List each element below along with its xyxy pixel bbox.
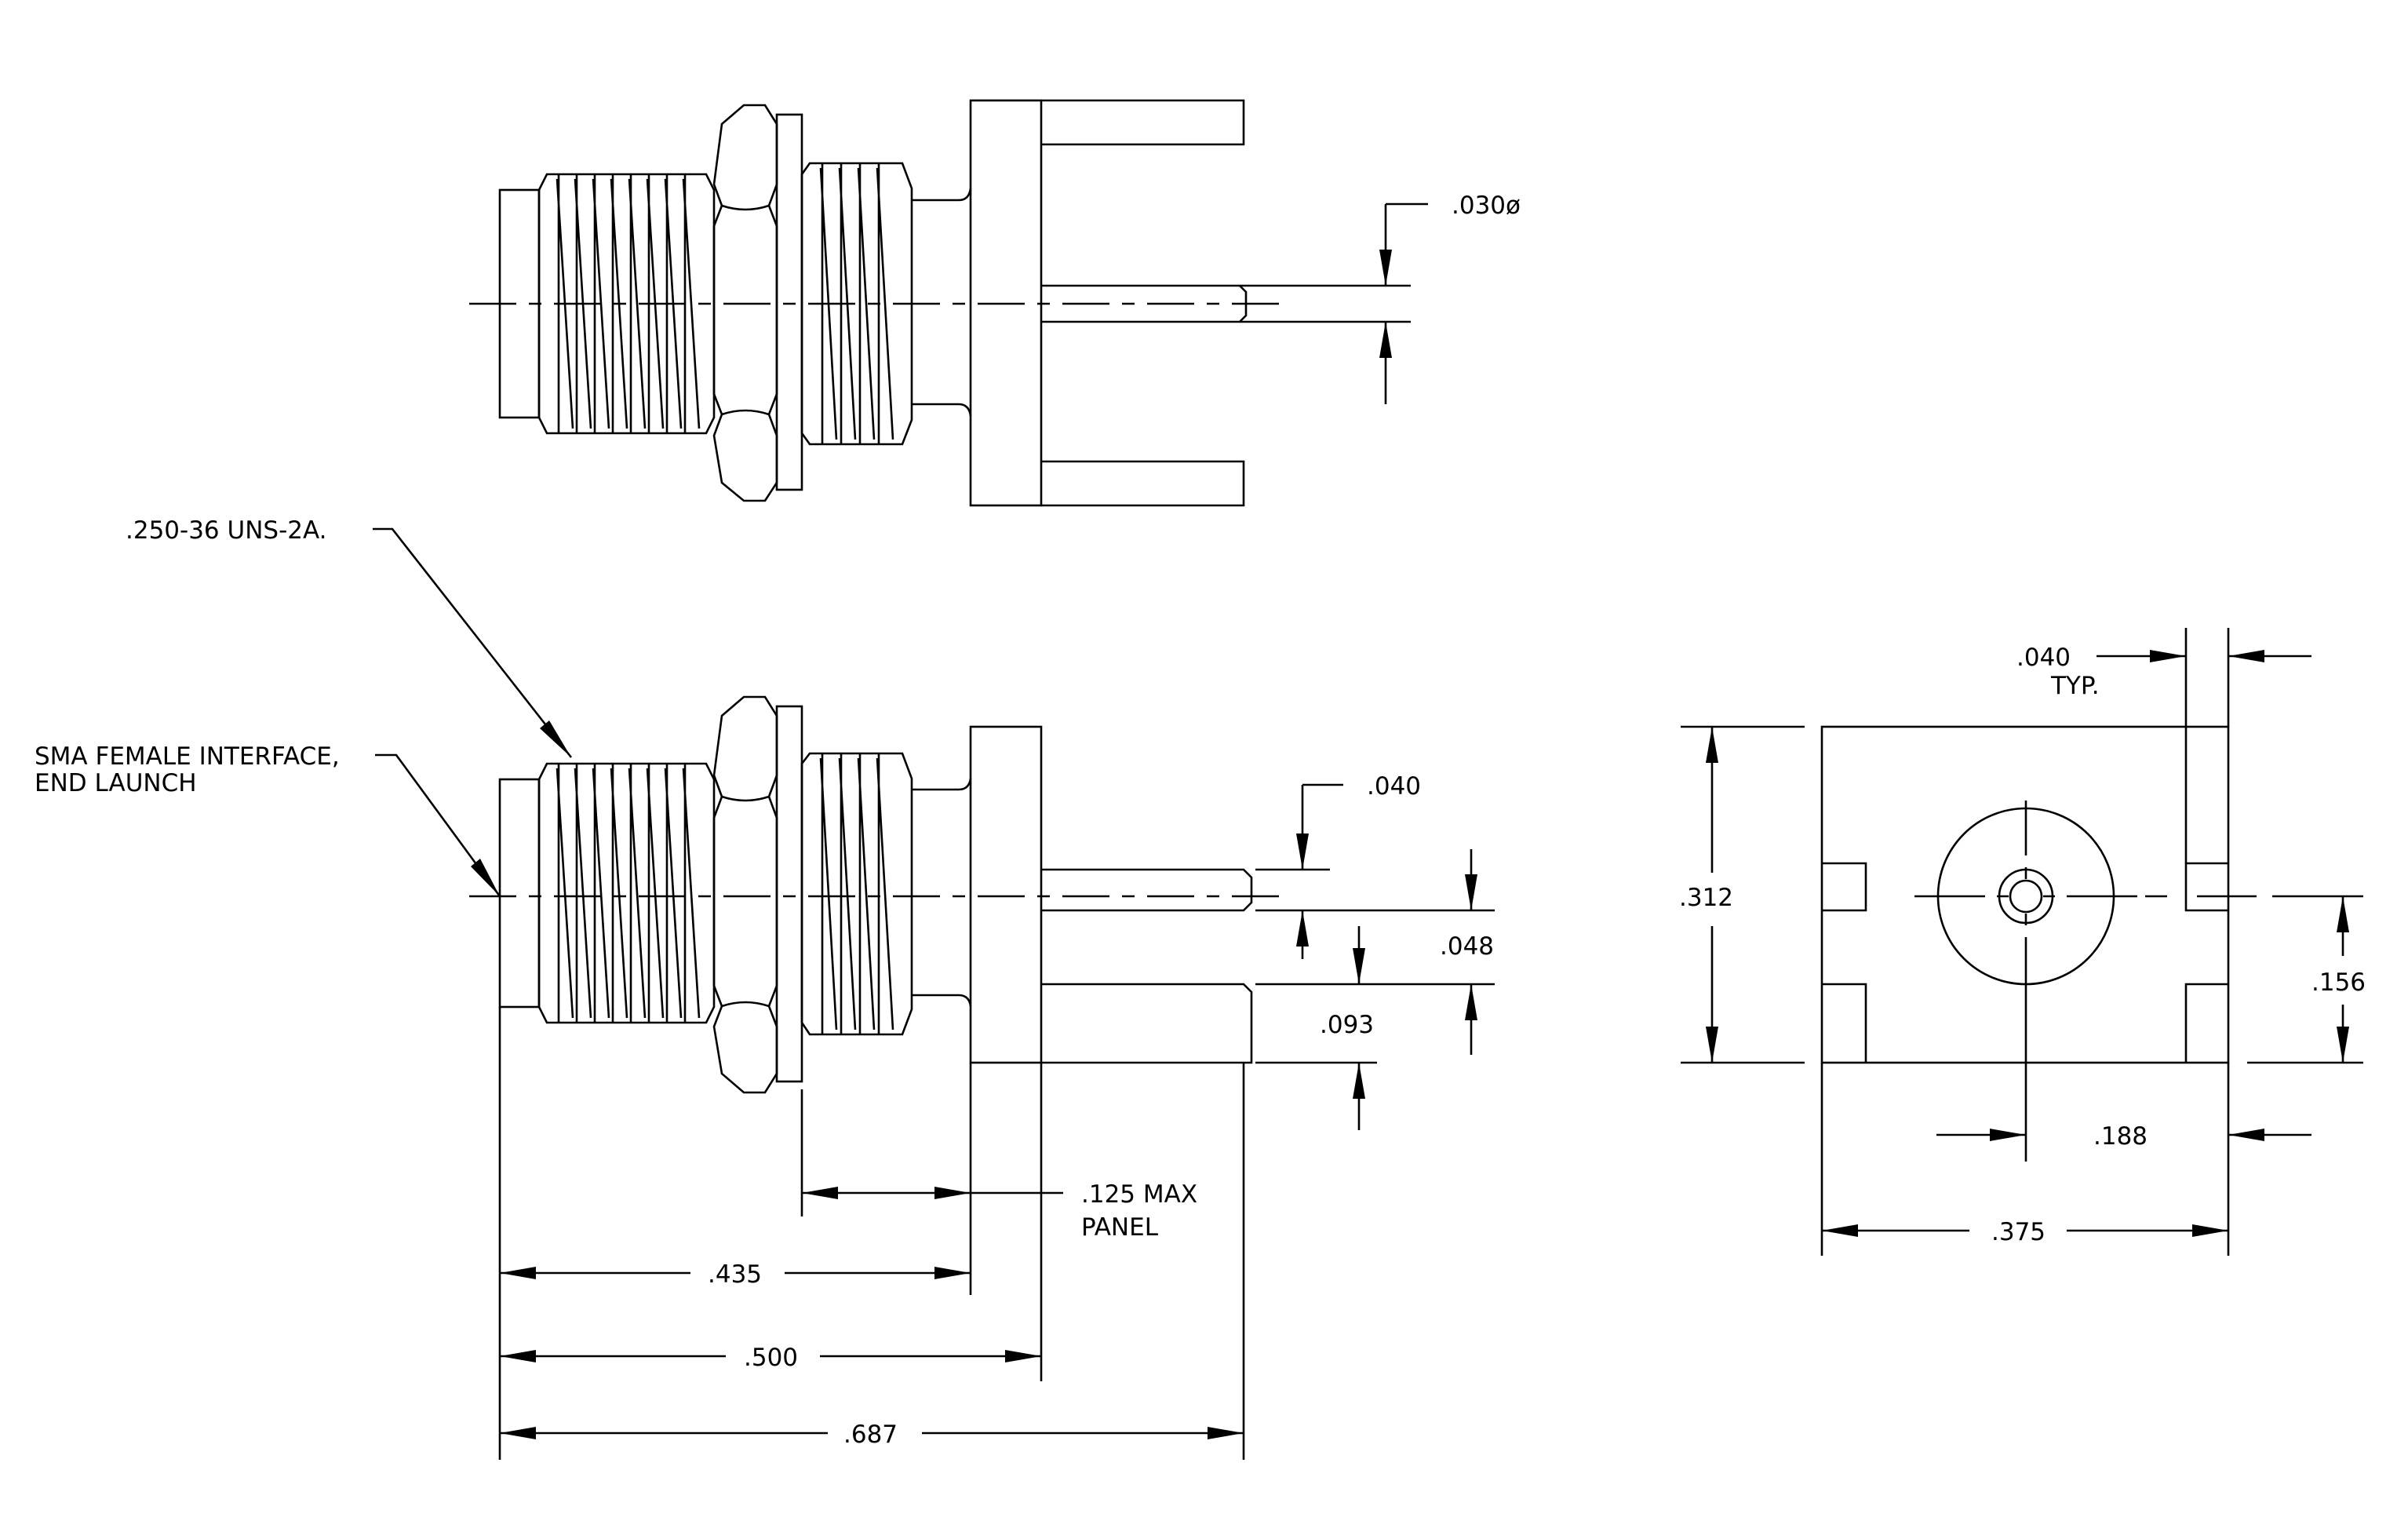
side-front-thread (537, 762, 716, 1024)
side-view: .040 .048 .093 .125 MAX PANEL .435 .500 (35, 516, 1495, 1460)
top-upper-leg (1041, 99, 1245, 146)
dim-435-label: .435 (708, 1260, 762, 1289)
pin-dia-extension (1240, 284, 1411, 323)
typ-arrow-right (2150, 650, 2186, 662)
pin-gap-label: .048 (1440, 932, 1494, 961)
side-hex-nut (712, 695, 778, 1094)
typ-value-label: .040 (2016, 644, 2071, 672)
panel-label-line1: .125 MAX (1081, 1180, 1197, 1209)
width-arrow-right (2192, 1224, 2228, 1237)
dim-435-arrow-left (500, 1267, 536, 1279)
width-label: .375 (1991, 1218, 2046, 1246)
end-left-notch-lower (1822, 983, 1867, 1063)
top-front-thread (537, 173, 716, 435)
end-view: .312 .156 .040 TYP. .188 .375 (1679, 628, 2366, 1256)
top-lock-washer (775, 113, 803, 491)
height-extension (1681, 725, 1805, 1064)
typ-extension (2184, 628, 2230, 863)
pin-dia-dimension (1384, 202, 1428, 404)
end-contact-inner (2009, 879, 2043, 914)
side-center-pin (1041, 868, 1253, 912)
end-right-notch-lower (2184, 983, 2228, 1063)
side-nut-chamfer (721, 795, 770, 1008)
half-width-arrow-left (2228, 1129, 2264, 1141)
horizontal-extension-lines (498, 1007, 1245, 1460)
typ-text-label: TYP. (2050, 672, 2100, 700)
end-left-notch-upper (1822, 862, 1867, 912)
side-ground-leg (1041, 983, 1253, 1064)
top-neck (912, 188, 972, 417)
panel-arrow-right (934, 1187, 971, 1199)
dim-500-label: .500 (744, 1344, 798, 1372)
top-nut-chamfer (721, 204, 770, 416)
interface-leader-arrow (471, 859, 500, 896)
panel-arrow-left (802, 1187, 838, 1199)
half-width-arrow-right (1990, 1129, 2026, 1141)
side-rear-thread-lines (819, 753, 894, 1034)
interface-label-line1: SMA FEMALE INTERFACE, (35, 742, 340, 771)
thread-spec-label: .250-36 UNS-2A. (126, 516, 327, 545)
pin-thickness-extension (1255, 868, 1495, 912)
height-arrow-down (1706, 1027, 1718, 1063)
side-thread-lines (556, 764, 701, 1023)
pin-offset-arrow-down (1353, 948, 1365, 984)
pin-offset-label: .093 (1320, 1011, 1374, 1039)
panel-label-line2: PANEL (1081, 1213, 1159, 1242)
half-height-arrow-up (2337, 896, 2349, 932)
dim-500-arrow-left (500, 1350, 536, 1362)
pin-thickness-arrow-down (1296, 833, 1309, 870)
side-interface-face (498, 778, 541, 1009)
pin-thickness-arrow-up (1296, 910, 1309, 947)
end-right-notch-upper (2184, 862, 2228, 912)
dim-687-arrow-left (500, 1427, 536, 1439)
dim-687-label: .687 (843, 1421, 898, 1449)
side-neck (912, 778, 972, 1007)
interface-leader-line (375, 753, 501, 897)
interface-label-line2: END LAUNCH (35, 769, 197, 797)
dim-435-arrow-right (934, 1267, 971, 1279)
pin-thickness-label: .040 (1367, 772, 1421, 801)
top-view: .030ø (469, 99, 1521, 507)
width-extension (1820, 1063, 2230, 1256)
height-arrow-up (1706, 727, 1718, 763)
width-arrow-left (1822, 1224, 1858, 1237)
end-centerlines (1914, 801, 2137, 1162)
pin-dia-arrow-up (1379, 322, 1392, 358)
height-label: .312 (1679, 884, 1733, 912)
top-lower-leg (1041, 460, 1245, 507)
typ-arrow-left (2228, 650, 2264, 662)
dim-500-arrow-right (1005, 1350, 1041, 1362)
half-height-arrow-down (2337, 1027, 2349, 1063)
half-height-label: .156 (2311, 968, 2366, 997)
side-flange (969, 725, 1043, 1064)
thread-leader-arrow (540, 720, 571, 757)
half-width-label: .188 (2093, 1122, 2148, 1151)
pin-thickness-dimension (1301, 783, 1343, 959)
pin-gap-arrow-up (1465, 984, 1477, 1020)
pin-offset-arrow-up (1353, 1063, 1365, 1099)
side-rear-thread (800, 752, 913, 1036)
thread-leader-line (373, 527, 573, 758)
pin-dia-arrow-down (1379, 250, 1392, 286)
side-lock-washer (775, 705, 803, 1083)
dim-687-arrow-right (1208, 1427, 1244, 1439)
pin-diameter-label: .030ø (1452, 191, 1521, 220)
pin-gap-arrow-down (1465, 874, 1477, 910)
